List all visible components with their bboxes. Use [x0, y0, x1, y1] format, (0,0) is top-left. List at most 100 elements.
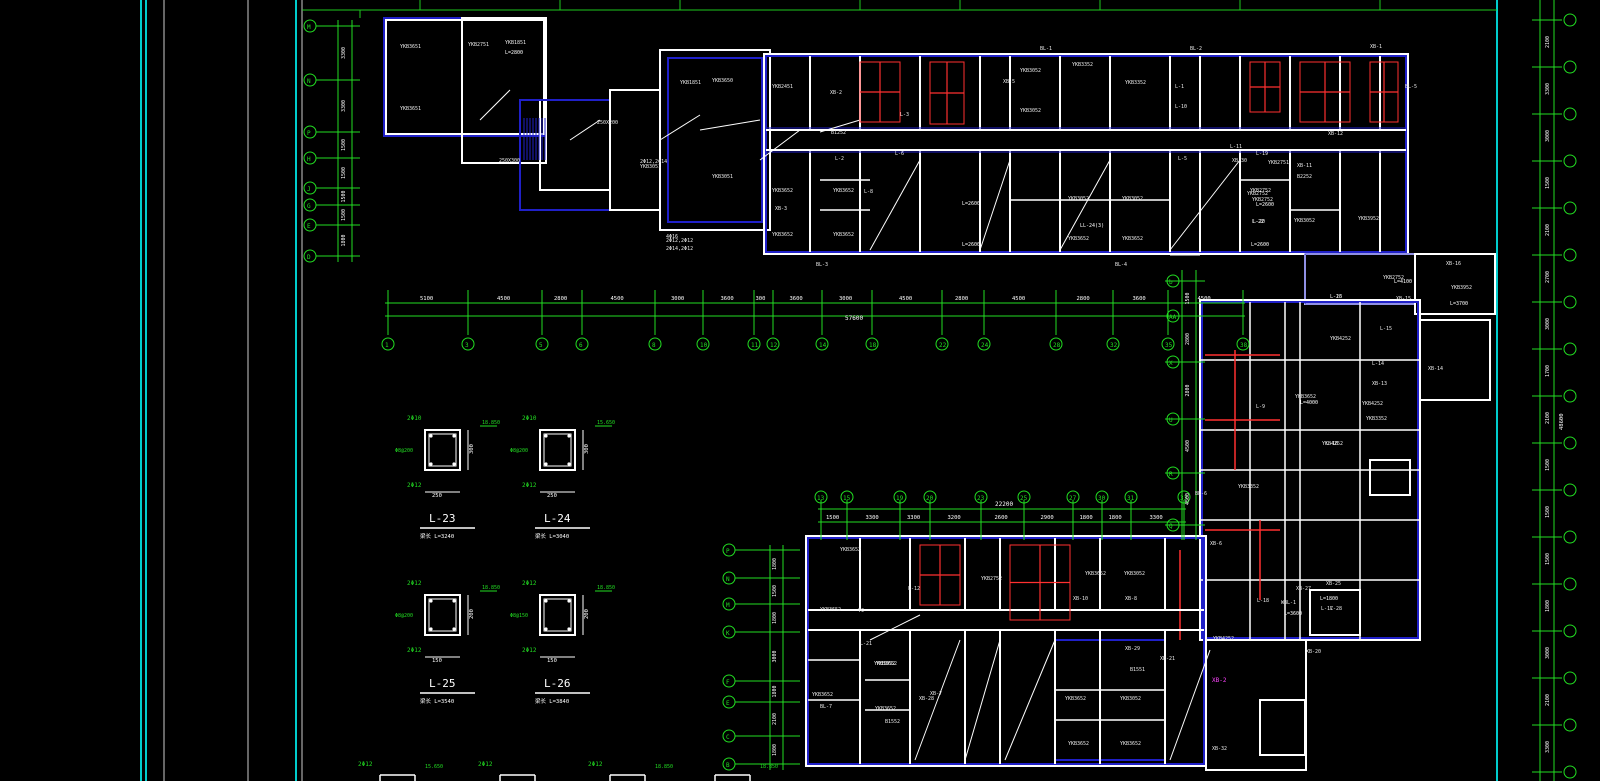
axis-bubble-K [722, 625, 736, 639]
axis-label: 35 [1165, 342, 1173, 349]
axis-bubble-Q [1166, 518, 1180, 532]
slab-diagonal [479, 89, 511, 121]
beam-label: L-1 [1175, 84, 1184, 90]
axis-bubble-19 [893, 490, 907, 504]
dimension-text: 3300 [341, 100, 347, 112]
section-outline [424, 429, 461, 471]
axis-bubble-F [722, 674, 736, 688]
beam-label: L=2800 [505, 50, 523, 56]
beam-label: BL-6 [1195, 491, 1207, 497]
axis-label: 23 [977, 495, 985, 502]
section-stirrups: Φ8@200 [510, 448, 528, 454]
slab-diagonal [699, 119, 761, 131]
beam-label: L-12 [908, 586, 920, 592]
axis-bubble-H [303, 151, 317, 165]
section-note: 梁长 L=3240 [420, 532, 454, 540]
stair-block [1259, 699, 1306, 756]
beam-label: BL-7 [820, 704, 832, 710]
axis-bubble-b [1166, 274, 1180, 288]
dimension-text: 1800 [1080, 515, 1093, 521]
axis-label: Q [1169, 523, 1173, 530]
slab-diagonal [819, 119, 861, 133]
wall-block [383, 17, 547, 137]
axis-label: 38 [1240, 342, 1248, 349]
beam-label: XB-10 [1073, 596, 1088, 602]
axis-bubble-8 [648, 337, 662, 351]
beam-label: XB-8 [1125, 596, 1137, 602]
section-note: 梁长 L=3540 [420, 697, 454, 705]
beam-label: L-15 [1380, 326, 1392, 332]
axis-bubble-28 [1049, 337, 1063, 351]
beam-label: YKB2451 [772, 84, 793, 90]
dimension-text: 4500 [1198, 296, 1211, 302]
dimension-text: 1500 [341, 139, 347, 151]
dimension-text: 1800 [772, 685, 778, 697]
axis-bubble [1563, 154, 1577, 168]
beam-label: XB-27 [1296, 586, 1311, 592]
axis-bubble-M [722, 597, 736, 611]
rebar-dot [544, 462, 548, 466]
beam-label: XB-6 [1210, 541, 1222, 547]
section-title: L-26 [544, 677, 571, 690]
section-width: 150 [432, 658, 442, 664]
dimension-text: 4500 [1012, 296, 1025, 302]
rebar-dot [429, 627, 433, 631]
axis-bubble-14 [815, 337, 829, 351]
beam-label: YKB1851 [505, 40, 526, 46]
axis-bubble-27 [1066, 490, 1080, 504]
axis-bubble-11 [747, 337, 761, 351]
slab-diagonal [964, 639, 1001, 761]
axis-label: 22 [939, 342, 947, 349]
dimension-text: 4500 [899, 296, 912, 302]
stair-block [1309, 589, 1361, 636]
beam-label: L=2600 [962, 242, 980, 248]
section-width: 250 [432, 493, 442, 499]
axis-bubble-12 [766, 337, 780, 351]
axis-label: D [307, 254, 311, 261]
section-top-bars: 2Φ12 [407, 580, 422, 587]
slab-diagonal [1004, 639, 1056, 761]
beam-label: BL-5 [1405, 84, 1417, 90]
beam-label: YKB3051 [640, 164, 661, 170]
dimension-text: 300 [756, 296, 766, 302]
section-stirrups: Φ8@200 [395, 448, 413, 454]
slab-diagonal [1169, 649, 1211, 761]
beam-label: YKB3652 [840, 547, 861, 553]
section-width: 150 [547, 658, 557, 664]
dimension-text: 3000 [772, 650, 778, 662]
dimension-text: 1500 [1185, 292, 1191, 304]
dimension-text: 2100 [1545, 694, 1551, 706]
axis-label: 30 [1098, 495, 1106, 502]
dimension-text: 1500 [1545, 553, 1551, 565]
axis-label: 20 [926, 495, 934, 502]
dimension-total: 48600 [1559, 413, 1565, 430]
axis-label: 25 [1020, 495, 1028, 502]
dimension-text: 3300 [341, 47, 347, 59]
dimension-text: 2900 [1041, 515, 1054, 521]
axis-bubble-20 [923, 490, 937, 504]
dimension-text: 2700 [1545, 271, 1551, 283]
dimension-total: 57600 [845, 315, 863, 322]
beam-label: B1552 [885, 719, 900, 725]
beam-label: YKB3052 [1122, 196, 1143, 202]
axis-bubble-33 [1177, 490, 1191, 504]
beam-label: XB-3 [775, 206, 787, 212]
dimension-text: 1800 [341, 234, 347, 246]
beam-label: L-11 [1230, 144, 1242, 150]
beam-label: L-17 [1321, 606, 1333, 612]
axis-label: 19 [896, 495, 904, 502]
axis-label: M [307, 24, 311, 31]
beam-label: YKB3052 [1120, 696, 1141, 702]
dimension-text: 3000 [1545, 130, 1551, 142]
beam-label: YKB3352 [1366, 416, 1387, 422]
axis-bubble [1563, 342, 1577, 356]
slab-diagonal [659, 114, 701, 141]
beam-label: XB-1 [1370, 44, 1382, 50]
dimension-text: 1500 [1545, 506, 1551, 518]
stirrup [543, 598, 572, 632]
axis-label: 33 [1180, 495, 1188, 502]
beam-label: L=2600 [962, 201, 980, 207]
axis-bubble-22 [935, 337, 949, 351]
axis-bubble [1563, 295, 1577, 309]
